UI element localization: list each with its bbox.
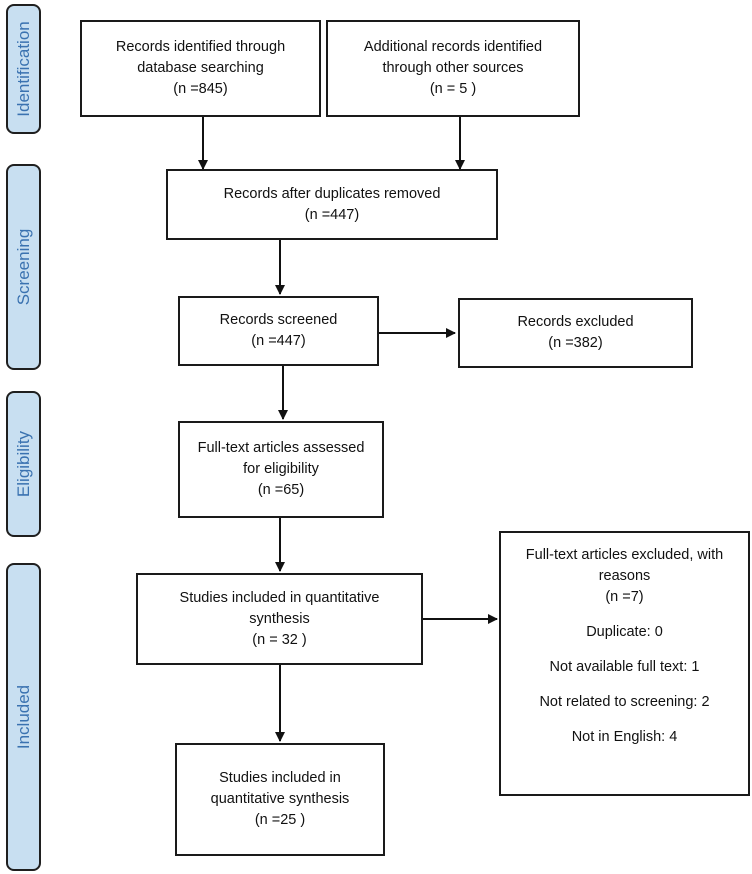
box-fulltext-assessed: Full-text articles assessed for eligibil… xyxy=(178,421,384,518)
box-included1-line2: synthesis xyxy=(249,610,310,627)
phase-screening: Screening xyxy=(6,164,41,370)
box-records-excluded: Records excluded (n =382) xyxy=(458,298,693,368)
box-screened-count: (n =447) xyxy=(251,333,306,349)
box-assessed-line2: for eligibility xyxy=(243,461,319,477)
box-after-duplicates: Records after duplicates removed (n =447… xyxy=(166,169,498,240)
box-excluded-line1: Records excluded xyxy=(517,314,634,330)
box-included2-count: (n =25 ) xyxy=(254,812,306,828)
box-assessed-line1: Full-text articles assessed xyxy=(197,440,365,456)
box-duplicates-line1: Records after duplicates removed xyxy=(223,185,441,202)
box-fulltext-excluded: Full-text articles excluded, with reason… xyxy=(499,531,750,796)
reason-not-available: Not available full text: 1 xyxy=(549,659,700,675)
box-screened-line1: Records screened xyxy=(219,312,338,328)
box-other-line2: through other sources xyxy=(382,60,524,76)
box-records-screened: Records screened (n =447) xyxy=(178,296,379,366)
box-database-line1: Records identified through xyxy=(115,39,286,55)
box-included1-count: (n = 32 ) xyxy=(252,631,307,648)
box-ftexcluded-count: (n =7) xyxy=(605,589,644,605)
box-included1-line1: Studies included in quantitative xyxy=(179,589,380,606)
box-duplicates-count: (n =447) xyxy=(304,206,360,223)
box-excluded-count: (n =382) xyxy=(548,335,603,351)
box-other-line1: Additional records identified xyxy=(363,39,543,55)
box-database-line2: database searching xyxy=(137,60,264,76)
box-included2-line2: quantitative synthesis xyxy=(210,791,350,807)
reason-duplicate: Duplicate: 0 xyxy=(586,624,663,640)
reason-not-related: Not related to screening: 2 xyxy=(539,694,710,710)
box-other-sources: Additional records identified through ot… xyxy=(326,20,580,117)
phase-identification: Identification xyxy=(6,4,41,134)
box-database-count: (n =845) xyxy=(173,81,228,97)
box-ftexcluded-line1: Full-text articles excluded, with xyxy=(525,547,724,563)
box-included-quantitative: Studies included in quantitative synthes… xyxy=(136,573,423,665)
box-other-count: (n = 5 ) xyxy=(429,81,477,97)
phase-included: Included xyxy=(6,563,41,871)
reason-not-english: Not in English: 4 xyxy=(571,729,678,745)
box-included2-line1: Studies included in xyxy=(219,770,341,786)
box-assessed-count: (n =65) xyxy=(257,482,305,498)
box-database-records: Records identified through database sear… xyxy=(80,20,321,117)
phase-eligibility: Eligibility xyxy=(6,391,41,537)
box-ftexcluded-line2: reasons xyxy=(598,568,651,584)
box-included-final: Studies included in quantitative synthes… xyxy=(175,743,385,856)
